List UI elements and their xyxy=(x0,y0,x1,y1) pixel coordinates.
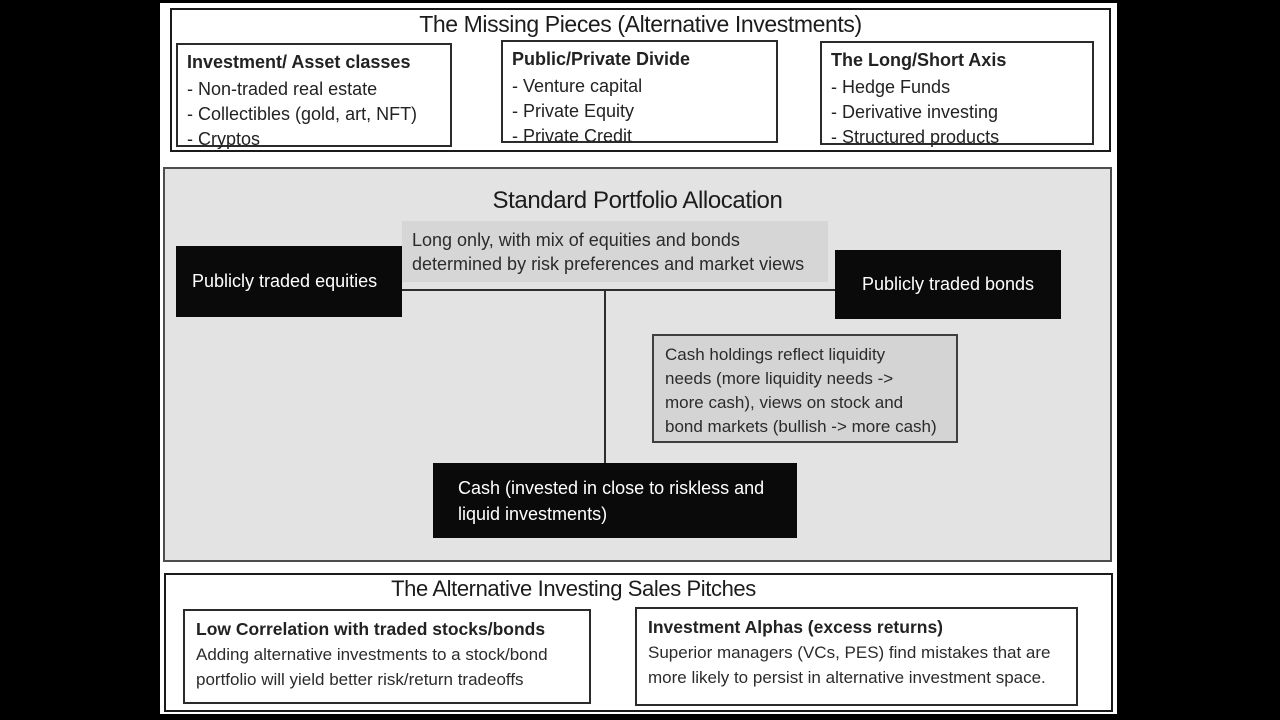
missing-pieces-title: The Missing Pieces (Alternative Investme… xyxy=(419,11,862,37)
low-correlation-body-line: portfolio will yield better risk/return … xyxy=(196,670,524,689)
asset-classes-item-cryptos: - Cryptos xyxy=(187,129,261,149)
long-short-item-structured: - Structured products xyxy=(831,127,1000,147)
long-short-header: The Long/Short Axis xyxy=(831,50,1007,70)
sales-pitches-panel: The Alternative Investing Sales Pitches … xyxy=(164,573,1113,712)
equities-label: Publicly traded equities xyxy=(192,271,378,291)
cash-note-line: bond markets (bullish -> more cash) xyxy=(665,417,937,436)
public-private-box: Public/Private Divide - Venture capital … xyxy=(501,40,778,146)
public-private-item-equity: - Private Equity xyxy=(512,101,635,121)
missing-pieces-panel: The Missing Pieces (Alternative Investme… xyxy=(170,8,1111,152)
standard-allocation-title: Standard Portfolio Allocation xyxy=(492,187,783,214)
sales-pitches-title: The Alternative Investing Sales Pitches xyxy=(391,576,756,601)
investment-alphas-pitch-box: Investment Alphas (excess returns) Super… xyxy=(635,607,1078,706)
low-correlation-body-line: Adding alternative investments to a stoc… xyxy=(196,645,548,664)
allocation-note-line: determined by risk preferences and marke… xyxy=(412,254,805,274)
bonds-label: Publicly traded bonds xyxy=(861,274,1035,294)
asset-classes-item-collectibles: - Collectibles (gold, art, NFT) xyxy=(187,104,418,124)
cash-label-line: liquid investments) xyxy=(458,503,608,524)
equities-node: Publicly traded equities xyxy=(176,246,402,317)
investment-alphas-header: Investment Alphas (excess returns) xyxy=(648,617,944,637)
cash-label-line: Cash (invested in close to riskless and xyxy=(458,477,765,498)
long-short-item-derivative: - Derivative investing xyxy=(831,102,999,122)
public-private-item-venture: - Venture capital xyxy=(512,76,643,96)
low-correlation-header: Low Correlation with traded stocks/bonds xyxy=(196,619,546,639)
investment-alphas-body-line: more likely to persist in alternative in… xyxy=(648,668,1046,687)
cash-node: Cash (invested in close to riskless and … xyxy=(433,463,797,538)
low-correlation-pitch-box: Low Correlation with traded stocks/bonds… xyxy=(183,609,591,704)
long-short-item-hedge: - Hedge Funds xyxy=(831,77,951,97)
asset-classes-header: Investment/ Asset classes xyxy=(187,52,411,72)
cash-holdings-note: Cash holdings reflect liquidity needs (m… xyxy=(652,334,958,443)
cash-note-line: needs (more liquidity needs -> xyxy=(665,369,894,388)
cash-note-line: more cash), views on stock and xyxy=(665,393,904,412)
allocation-note: Long only, with mix of equities and bond… xyxy=(402,221,828,282)
bonds-node: Publicly traded bonds xyxy=(835,250,1061,319)
equities-bonds-connector-line xyxy=(402,289,835,291)
public-private-header: Public/Private Divide xyxy=(512,49,691,69)
asset-classes-item-real-estate: - Non-traded real estate xyxy=(187,79,378,99)
asset-classes-box: Investment/ Asset classes - Non-traded r… xyxy=(176,43,452,149)
standard-allocation-panel: Standard Portfolio Allocation Long only,… xyxy=(163,167,1112,562)
public-private-item-credit: - Private Credit xyxy=(512,126,633,146)
cash-connector-line xyxy=(604,290,606,463)
allocation-note-line: Long only, with mix of equities and bond… xyxy=(412,230,740,250)
long-short-box: The Long/Short Axis - Hedge Funds - Deri… xyxy=(820,41,1094,147)
investment-alphas-body-line: Superior managers (VCs, PES) find mistak… xyxy=(648,643,1051,662)
cash-note-line: Cash holdings reflect liquidity xyxy=(665,345,886,364)
